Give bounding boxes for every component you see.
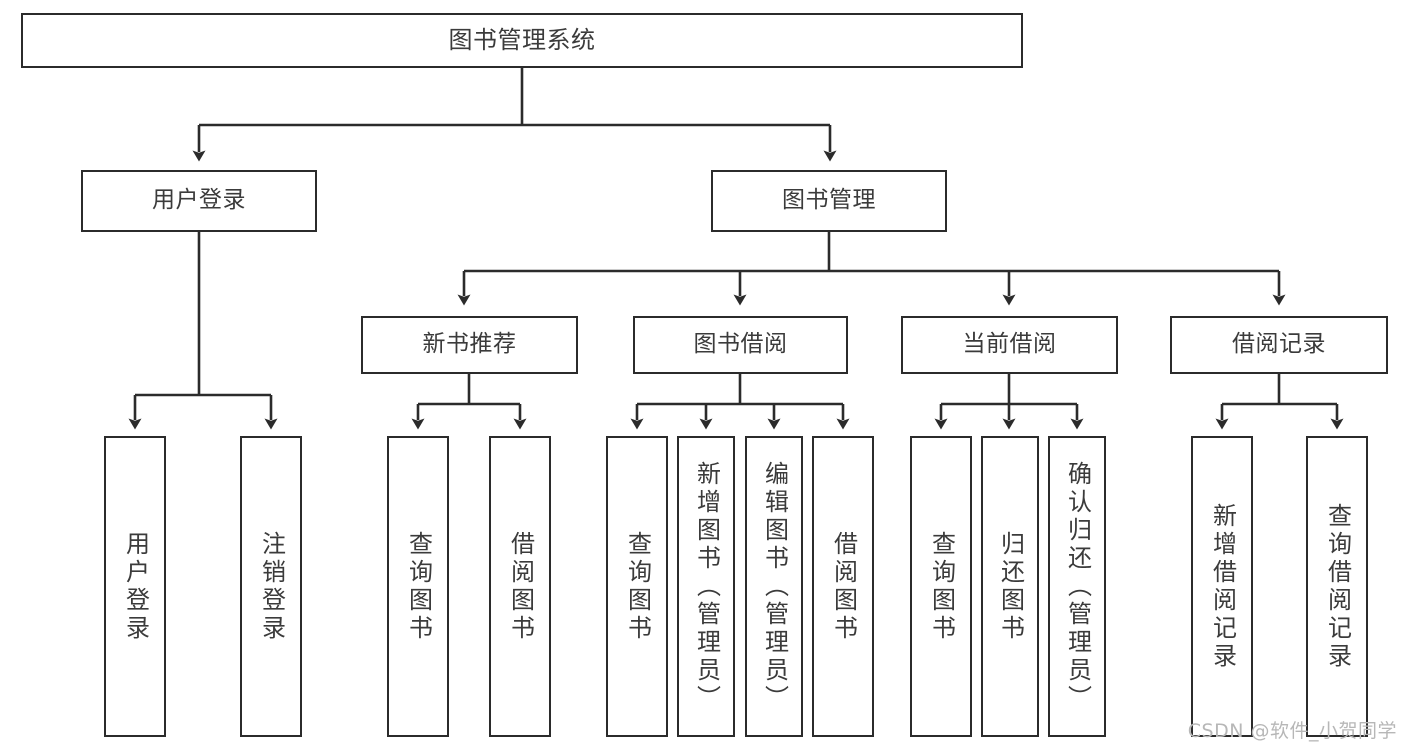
leaf-query-book-borrow[interactable]: 查询图书 — [606, 436, 668, 737]
node-label: 借阅图书 — [506, 530, 535, 643]
node-label: 新增借阅记录 — [1208, 502, 1237, 671]
node-label: 归还图书 — [996, 530, 1025, 643]
node-label: 新书推荐 — [422, 331, 517, 358]
leaf-logout[interactable]: 注销登录 — [240, 436, 302, 737]
node-label: 编辑图书（管理员） — [760, 460, 789, 713]
node-borrow-record[interactable]: 借阅记录 — [1170, 316, 1388, 374]
node-label: 查询借阅记录 — [1323, 502, 1352, 671]
node-label: 图书管理 — [782, 187, 876, 214]
node-label: 注销登录 — [257, 530, 286, 643]
leaf-edit-book-admin[interactable]: 编辑图书（管理员） — [745, 436, 803, 737]
leaf-query-borrow-record[interactable]: 查询借阅记录 — [1306, 436, 1368, 737]
leaf-add-borrow-record[interactable]: 新增借阅记录 — [1191, 436, 1253, 737]
node-label: 查询图书 — [404, 530, 433, 643]
leaf-borrow-book-recommend[interactable]: 借阅图书 — [489, 436, 551, 737]
node-user-login[interactable]: 用户登录 — [81, 170, 317, 232]
node-label: 借阅记录 — [1232, 331, 1326, 358]
node-label: 新增图书（管理员） — [692, 460, 721, 713]
node-root-system[interactable]: 图书管理系统 — [21, 13, 1023, 68]
node-label: 图书管理系统 — [448, 26, 596, 55]
node-label: 查询图书 — [927, 530, 956, 643]
node-book-borrow[interactable]: 图书借阅 — [633, 316, 848, 374]
leaf-borrow-book[interactable]: 借阅图书 — [812, 436, 874, 737]
node-label: 查询图书 — [623, 530, 652, 643]
node-new-book-recommend[interactable]: 新书推荐 — [361, 316, 578, 374]
node-label: 用户登录 — [152, 187, 246, 214]
leaf-query-book-current[interactable]: 查询图书 — [910, 436, 972, 737]
node-label: 当前借阅 — [962, 331, 1057, 358]
node-current-borrow[interactable]: 当前借阅 — [901, 316, 1118, 374]
node-label: 借阅图书 — [829, 530, 858, 643]
leaf-user-login[interactable]: 用户登录 — [104, 436, 166, 737]
leaf-confirm-return-admin[interactable]: 确认归还（管理员） — [1048, 436, 1106, 737]
node-label: 确认归还（管理员） — [1063, 460, 1092, 713]
node-book-management[interactable]: 图书管理 — [711, 170, 947, 232]
watermark-text: CSDN @软件_小贺同学 — [1187, 720, 1397, 742]
node-label: 图书借阅 — [693, 331, 788, 358]
node-label: 用户登录 — [121, 530, 150, 643]
leaf-query-book-recommend[interactable]: 查询图书 — [387, 436, 449, 737]
leaf-return-book[interactable]: 归还图书 — [981, 436, 1039, 737]
leaf-add-book-admin[interactable]: 新增图书（管理员） — [677, 436, 735, 737]
